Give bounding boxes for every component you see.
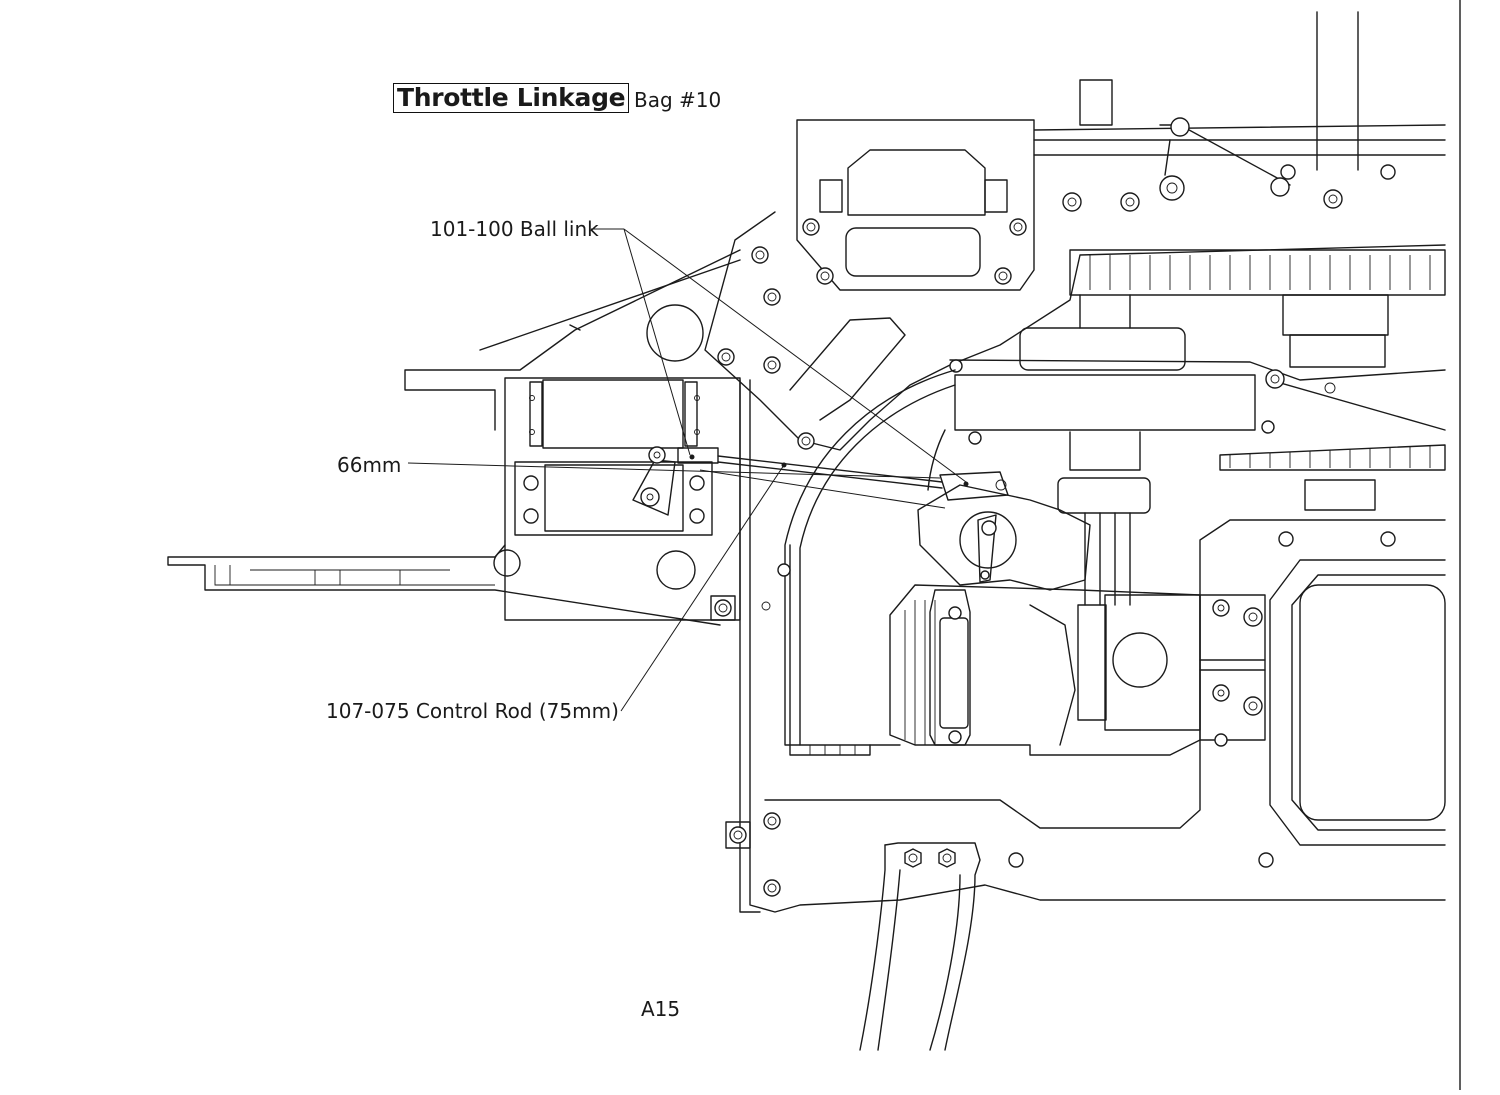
throttle-servo-assembly [632, 446, 719, 516]
control-rod-leader [620, 464, 785, 712]
ball-link-leader-carb [623, 228, 967, 483]
main-shaft [1316, 11, 1359, 171]
ball-link-leader-servo [623, 228, 691, 456]
callout-rod-length: 66mm [337, 453, 402, 477]
callout-ball-link: 101-100 Ball link [430, 217, 599, 241]
engine [809, 584, 1266, 756]
callout-control-rod: 107-075 Control Rod (75mm) [326, 699, 619, 723]
callout-leaders [407, 228, 967, 712]
control-rod [717, 455, 943, 489]
carburetor-throttle-arm [917, 471, 1091, 591]
drawing-title: Throttle Linkage [393, 83, 630, 113]
rod-length-dimension-line [407, 462, 941, 479]
side-frame-plate [704, 211, 1446, 451]
page-number: A15 [641, 997, 681, 1021]
landing-gear-strut [859, 842, 981, 1051]
main-gear [1019, 249, 1446, 371]
clutch-bell [954, 374, 1446, 606]
control-rod-leader-dot [781, 462, 787, 468]
boom-support-truss [167, 249, 771, 626]
lower-frame [725, 379, 1446, 913]
cooling-shroud [777, 369, 956, 756]
upper-frame [796, 79, 1446, 291]
bag-number: Bag #10 [634, 88, 722, 112]
rod-length-dimension-lower [699, 469, 946, 509]
